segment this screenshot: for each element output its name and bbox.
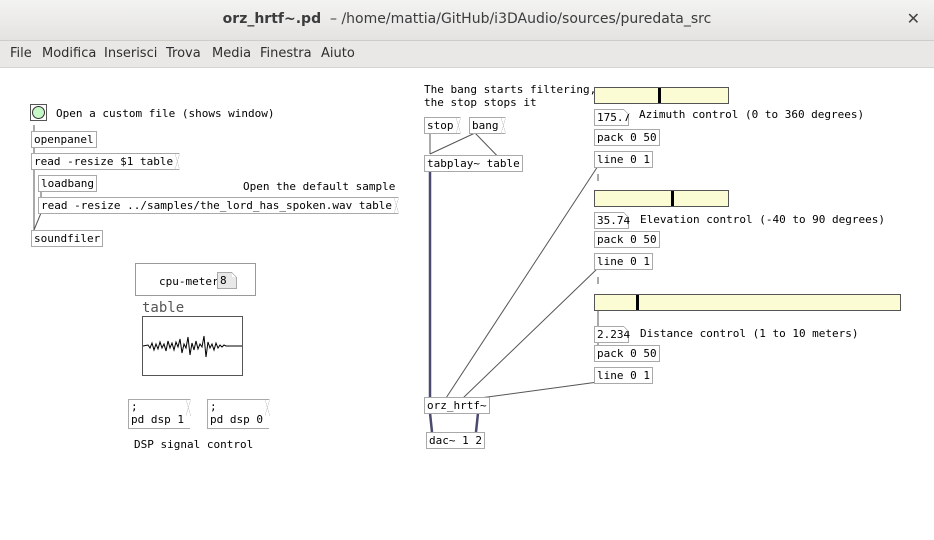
open-file-bang[interactable]	[30, 104, 47, 121]
elevation-number[interactable]: 35.74	[594, 212, 630, 229]
line-distance[interactable]: line 0 1	[594, 367, 653, 384]
close-icon[interactable]: ✕	[906, 9, 920, 28]
title-bar: orz_hrtf~.pd – /home/mattia/GitHub/i3DAu…	[0, 0, 934, 41]
distance-comment: Distance control (1 to 10 meters)	[640, 327, 859, 340]
azimuth-number[interactable]: 175.7	[594, 109, 630, 126]
pack-azimuth[interactable]: pack 0 50	[594, 129, 660, 146]
soundfiler-object[interactable]: soundfiler	[31, 230, 104, 247]
elevation-comment: Elevation control (-40 to 90 degrees)	[640, 213, 886, 226]
menu-modifica[interactable]: Modifica	[42, 46, 97, 61]
distance-slider[interactable]	[594, 294, 901, 311]
window-title-file: orz_hrtf~.pd	[222, 11, 322, 27]
comment-default-sample: Open the default sample	[243, 180, 396, 193]
dsp-off-message[interactable]: ;pd dsp 0	[207, 399, 270, 429]
dac-object[interactable]: dac~ 1 2	[426, 432, 485, 449]
table-array-graph[interactable]	[142, 316, 243, 376]
comment-dsp-control: DSP signal control	[134, 438, 254, 451]
elevation-slider-knob[interactable]	[671, 191, 674, 206]
pack-distance[interactable]: pack 0 50	[594, 345, 660, 362]
openpanel-object[interactable]: openpanel	[31, 131, 97, 148]
dsp-on-line1: ;	[131, 400, 138, 413]
menu-aiuto[interactable]: Aiuto	[321, 46, 355, 61]
azimuth-slider-knob[interactable]	[658, 88, 661, 103]
waveform-graph	[142, 335, 242, 358]
read-default-message[interactable]: read -resize ../samples/the_lord_has_spo…	[38, 197, 399, 214]
cpu-meter-subpatch[interactable]: cpu-meter 8	[135, 263, 256, 296]
pack-elevation[interactable]: pack 0 50	[594, 231, 660, 248]
orz-hrtf-object[interactable]: orz_hrtf~	[424, 397, 490, 414]
menu-inserisci[interactable]: Inserisci	[104, 46, 158, 61]
cpu-meter-value: 8	[217, 272, 237, 289]
cpu-meter-label: cpu-meter	[159, 275, 219, 288]
stop-message[interactable]: stop	[424, 117, 460, 134]
menu-finestra[interactable]: Finestra	[260, 46, 312, 61]
dsp-off-line2: pd dsp 0	[210, 413, 263, 426]
comment-custom-file: Open a custom file (shows window)	[56, 107, 275, 120]
menu-file[interactable]: File	[10, 46, 32, 61]
dsp-on-line2: pd dsp 1	[131, 413, 184, 426]
table-array-label: table	[142, 300, 185, 316]
menu-media[interactable]: Media	[212, 46, 252, 61]
azimuth-slider[interactable]	[594, 87, 729, 104]
patch-canvas[interactable]: Open a custom file (shows window) openpa…	[0, 68, 934, 540]
bang-circle-icon	[32, 106, 45, 119]
menu-trova[interactable]: Trova	[166, 46, 201, 61]
elevation-slider[interactable]	[594, 190, 729, 207]
distance-slider-knob[interactable]	[636, 295, 639, 310]
menu-bar: File Modifica Inserisci Trova Media Fine…	[0, 41, 934, 68]
comment-bang-stop: The bang starts filtering, the stop stop…	[424, 83, 597, 109]
bang-message[interactable]: bang	[469, 117, 505, 134]
window-title: orz_hrtf~.pd – /home/mattia/GitHub/i3DAu…	[0, 11, 934, 27]
window-title-path: – /home/mattia/GitHub/i3DAudio/sources/p…	[330, 11, 712, 27]
dsp-off-line1: ;	[210, 400, 217, 413]
line-azimuth[interactable]: line 0 1	[594, 151, 653, 168]
azimuth-comment: Azimuth control (0 to 360 degrees)	[639, 108, 865, 121]
tabplay-object[interactable]: tabplay~ table	[424, 155, 523, 172]
read-resize-message[interactable]: read -resize $1 table	[31, 153, 181, 170]
loadbang-object[interactable]: loadbang	[38, 175, 97, 192]
distance-number[interactable]: 2.234	[594, 326, 630, 343]
dsp-on-message[interactable]: ;pd dsp 1	[128, 399, 191, 429]
line-elevation[interactable]: line 0 1	[594, 253, 653, 270]
